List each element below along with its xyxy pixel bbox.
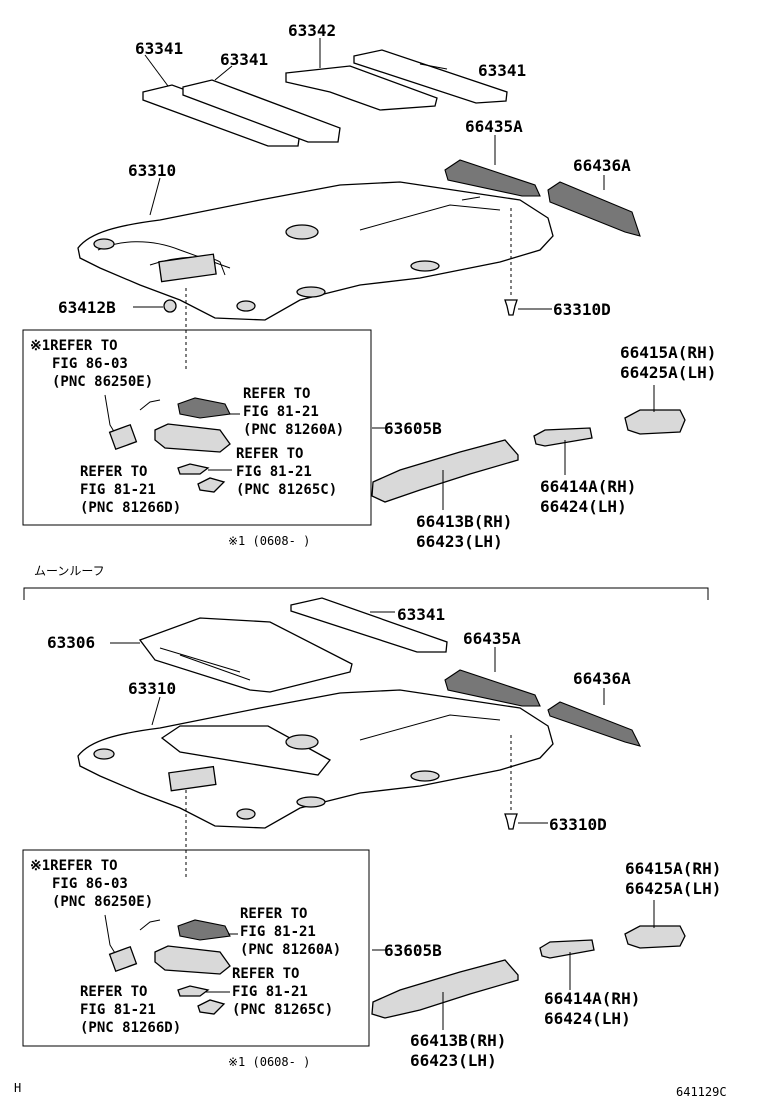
label-63341-d: 63341 — [397, 605, 445, 624]
ref-a-3: (PNC 81260A) — [243, 422, 344, 438]
ref-a-1-b: REFER TO — [240, 906, 307, 922]
ref-c-2: FIG 81-21 — [80, 482, 156, 498]
ref-b-2: FIG 81-21 — [236, 464, 312, 480]
ref-b-1: REFER TO — [236, 446, 303, 462]
label-63310-b: 63310 — [128, 679, 176, 698]
ref-note1-pnc: (PNC 86250E) — [52, 374, 153, 390]
ref-note1-pnc-b: (PNC 86250E) — [52, 894, 153, 910]
ref-note1-fig: FIG 86-03 — [52, 356, 128, 372]
pad-center-part — [285, 65, 438, 111]
rail-long-part — [371, 439, 519, 503]
label-66413b-b: 66413B(RH) — [410, 1031, 506, 1050]
ref-note1-fig-b: FIG 86-03 — [52, 876, 128, 892]
label-66423: 66423(LH) — [416, 532, 503, 551]
clip-part — [133, 288, 187, 370]
label-66425a-b: 66425A(LH) — [625, 879, 721, 898]
label-63306: 63306 — [47, 633, 95, 652]
headliner-bottom-part — [77, 689, 554, 829]
rail-long-bottom-part — [371, 959, 519, 1019]
ref-c-3: (PNC 81266D) — [80, 500, 181, 516]
footnote-bottom: ※1 (0608- ) — [228, 1055, 310, 1069]
ref-a-3-b: (PNC 81260A) — [240, 942, 341, 958]
label-66414a: 66414A(RH) — [540, 477, 636, 496]
label-63342: 63342 — [288, 21, 336, 40]
label-66425a: 66425A(LH) — [620, 363, 716, 382]
rail-b-part — [547, 181, 641, 237]
section-label-moonroof: ムーンルーフ — [34, 564, 105, 578]
figure-code: 641129C — [676, 1085, 727, 1099]
label-63310d-b: 63310D — [549, 815, 607, 834]
label-66415a-b: 66415A(RH) — [625, 859, 721, 878]
reference-box-bottom — [22, 849, 370, 1047]
ref-c-1: REFER TO — [80, 464, 147, 480]
strip-left-2-part — [182, 79, 341, 143]
ref-box-bottom-parts — [104, 914, 238, 1015]
ref-c-1-b: REFER TO — [80, 984, 147, 1000]
ref-c-2-b: FIG 81-21 — [80, 1002, 156, 1018]
label-66415a: 66415A(RH) — [620, 343, 716, 362]
label-66435a: 66435A — [465, 117, 523, 136]
ref-note1-b: ※1REFER TO — [30, 858, 118, 874]
strip-right-part — [353, 49, 508, 104]
rail-b-bottom-part — [547, 701, 642, 747]
label-63310: 63310 — [128, 161, 176, 180]
label-66435a-b: 66435A — [463, 629, 521, 648]
label-63341-c: 63341 — [478, 61, 526, 80]
label-63341-a: 63341 — [135, 39, 183, 58]
corner-mark: H — [14, 1081, 21, 1095]
label-66436a: 66436A — [573, 156, 631, 175]
ref-a-2: FIG 81-21 — [243, 404, 319, 420]
bracket2-bottom-part — [539, 939, 595, 959]
label-66424-b: 66424(LH) — [544, 1009, 631, 1028]
ref-b-1-b: REFER TO — [232, 966, 299, 982]
bracket2-part — [533, 427, 593, 447]
footnote-top: ※1 (0608- ) — [228, 534, 310, 548]
headliner-part — [77, 181, 554, 321]
strip-bottom-part — [290, 597, 448, 653]
label-63605b-b: 63605B — [384, 941, 442, 960]
bottom-section — [22, 587, 709, 1047]
reference-box-top — [22, 329, 372, 526]
ref-box-top-parts — [104, 394, 240, 493]
ref-note1: ※1REFER TO — [30, 338, 118, 354]
rail-a-bottom-part — [444, 669, 541, 707]
label-66414a-b: 66414A(RH) — [544, 989, 640, 1008]
label-66424: 66424(LH) — [540, 497, 627, 516]
label-66436a-b: 66436A — [573, 669, 631, 688]
label-63605b: 63605B — [384, 419, 442, 438]
label-63310d: 63310D — [553, 300, 611, 319]
ref-a-2-b: FIG 81-21 — [240, 924, 316, 940]
bracket-rh-lh-part — [624, 409, 686, 435]
label-66413b: 66413B(RH) — [416, 512, 512, 531]
ref-a-1: REFER TO — [243, 386, 310, 402]
ref-b-3: (PNC 81265C) — [236, 482, 337, 498]
strip-left-1-part — [142, 84, 301, 147]
label-63412b: 63412B — [58, 298, 116, 317]
bracket-rh-lh-bottom-part — [624, 925, 686, 949]
screw-part — [504, 208, 552, 316]
screw-bottom-part — [504, 735, 548, 830]
ref-b-2-b: FIG 81-21 — [232, 984, 308, 1000]
sunroof-panel-part — [138, 617, 353, 693]
ref-c-3-b: (PNC 81266D) — [80, 1020, 181, 1036]
top-section — [22, 38, 686, 526]
ref-b-3-b: (PNC 81265C) — [232, 1002, 333, 1018]
rail-a-part — [444, 159, 541, 197]
label-66423-b: 66423(LH) — [410, 1051, 497, 1070]
label-63341-b: 63341 — [220, 50, 268, 69]
